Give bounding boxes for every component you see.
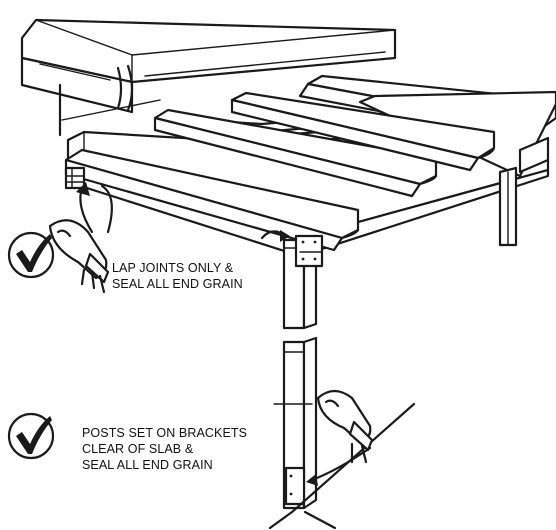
check-circle-icon — [7, 231, 55, 279]
rafter-3 — [64, 148, 360, 252]
posts-note: POSTS SET ON BRACKETS CLEAR OF SLAB & SE… — [82, 425, 247, 473]
check-circle-icon — [7, 412, 55, 460]
paintbrush-icon — [48, 219, 110, 294]
post-right — [498, 166, 518, 247]
lap-joints-note: LAP JOINTS ONLY & SEAL ALL END GRAIN — [112, 260, 243, 292]
concrete-slab — [268, 402, 416, 530]
posts-note-line2: CLEAR OF SLAB & — [82, 442, 194, 456]
rafter-1 — [153, 108, 438, 198]
wall-fascia — [20, 18, 397, 114]
house-wall — [58, 83, 161, 137]
lap-joint-left — [64, 166, 86, 190]
posts-note-line1: POSTS SET ON BRACKETS — [82, 426, 248, 440]
arrow-post-joint — [260, 230, 290, 242]
rafter-2 — [230, 91, 496, 172]
lap-joints-note-line1: LAP JOINTS ONLY & — [112, 261, 234, 275]
lap-joints-note-line2: SEAL ALL END GRAIN — [112, 277, 243, 291]
arrow-post-base — [306, 446, 372, 486]
front-post — [282, 234, 324, 510]
posts-note-line3: SEAL ALL END GRAIN — [82, 458, 213, 472]
arrow-left-joint — [76, 182, 113, 234]
